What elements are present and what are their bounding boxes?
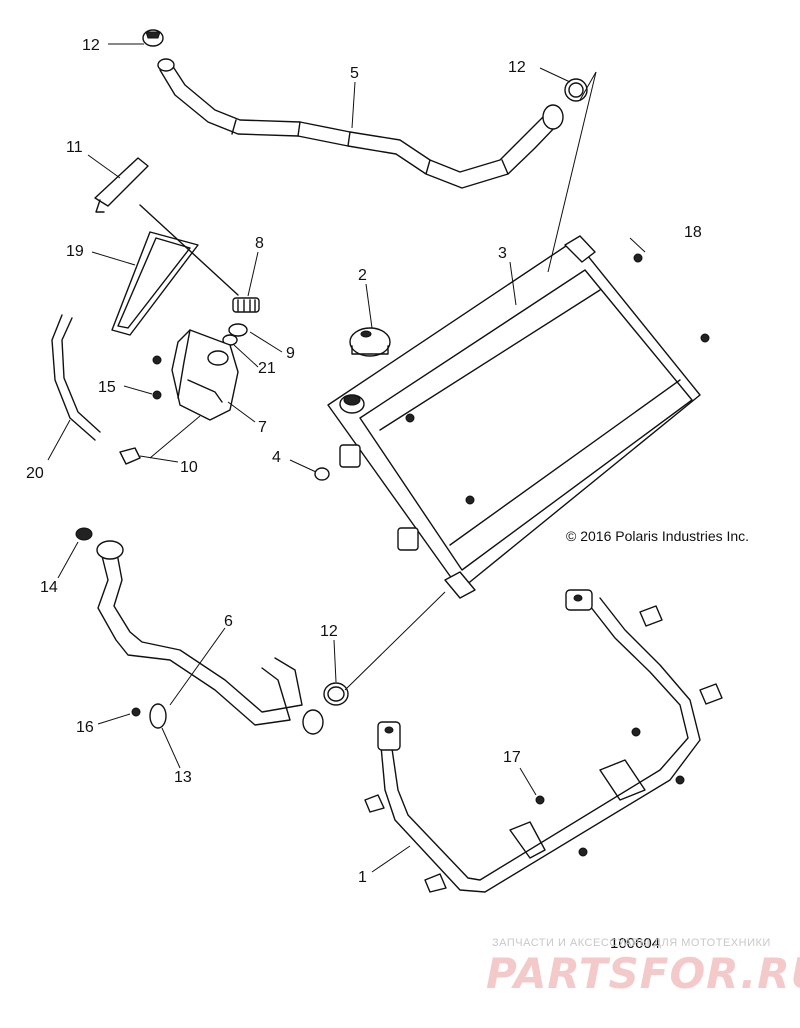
hose-clamp-top-left (142, 29, 164, 47)
callout-7: 7 (258, 419, 267, 436)
callout-11: 11 (66, 139, 83, 156)
callout-8: 8 (255, 235, 264, 252)
callout-3: 3 (498, 245, 507, 262)
callout-labels: 12 5 12 11 19 8 2 3 18 9 21 15 7 4 10 20… (26, 37, 702, 886)
leader-lines (47, 43, 646, 873)
callout-14: 14 (40, 579, 58, 596)
overflow-hose (51, 314, 101, 441)
coolant-reservoir (171, 329, 239, 421)
reservoir-bracket (94, 157, 149, 213)
diagram-id: 100604 (610, 935, 660, 952)
callout-17: 17 (503, 749, 521, 766)
callout-5: 5 (350, 65, 359, 82)
hose-clamp-top-right (564, 78, 588, 102)
hose-clamp-14 (75, 527, 93, 541)
upper-radiator-hose (157, 58, 564, 189)
callout-16: 16 (76, 719, 94, 736)
radiator-cap (349, 327, 391, 357)
callout-10: 10 (180, 459, 198, 476)
callout-12-lower: 12 (320, 623, 338, 640)
watermark-brand: PARTSFOR.RU (486, 949, 800, 998)
watermark-tagline: ЗАПЧАСТИ И АКСЕССУАРЫ ДЛЯ МОТОТЕХНИКИ (492, 937, 771, 949)
hose-clamp-13 (149, 703, 167, 729)
callout-20: 20 (26, 465, 44, 482)
callout-6: 6 (224, 613, 233, 630)
bolt-18 (405, 253, 710, 505)
callout-21: 21 (258, 360, 276, 377)
bolt-15 (152, 355, 162, 400)
callout-9: 9 (286, 345, 295, 362)
callout-18: 18 (684, 224, 702, 241)
hose-fitting-10 (119, 447, 141, 465)
reservoir-cap (232, 297, 260, 313)
radiator (327, 235, 701, 599)
callout-13: 13 (174, 769, 192, 786)
copyright-notice: © 2016 Polaris Industries Inc. (566, 528, 749, 544)
lower-radiator-hose (96, 540, 324, 735)
radiator-mount-frame (364, 589, 723, 893)
callout-12-top-left: 12 (82, 37, 100, 54)
callout-12-top-right: 12 (508, 59, 526, 76)
watermark: ЗАПЧАСТИ И АКСЕССУАРЫ ДЛЯ МОТОТЕХНИКИ PA… (486, 937, 800, 998)
hose-clamp-lower (323, 682, 349, 706)
callout-1: 1 (358, 869, 367, 886)
callout-15: 15 (98, 379, 116, 396)
bolt-16 (131, 707, 141, 717)
retaining-strap (111, 204, 239, 336)
callout-2: 2 (358, 267, 367, 284)
callout-19: 19 (66, 243, 84, 260)
grommet-4 (314, 467, 330, 481)
callout-4: 4 (272, 449, 281, 466)
o-ring-9 (228, 323, 248, 337)
